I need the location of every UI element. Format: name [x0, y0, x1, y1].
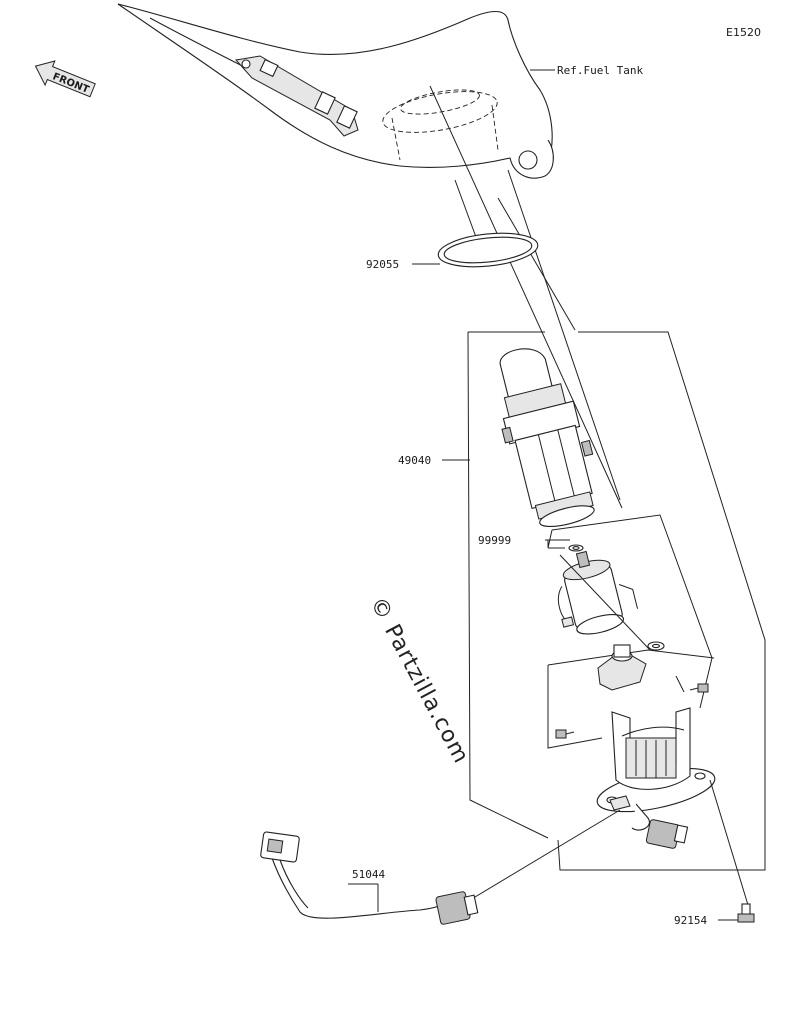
bolt-92154[interactable] [737, 903, 755, 923]
o-ring-inner [443, 236, 533, 264]
bolt-guide-line [709, 779, 749, 906]
inner-box-left [547, 529, 553, 549]
assembly-line-c [497, 197, 576, 331]
harness-cable[interactable] [271, 857, 449, 919]
screw-left[interactable] [555, 729, 575, 739]
motor-line [559, 554, 651, 651]
ref-label: Ref.Fuel Tank [557, 64, 643, 77]
assembly-box-right [557, 331, 766, 871]
flange-outlet [609, 795, 631, 811]
watermark: © Partzilla.com [365, 593, 474, 768]
harness-cable-inner [279, 859, 309, 909]
screw-right[interactable] [689, 683, 709, 693]
assembly-box-left [467, 331, 549, 839]
pressure-regulator[interactable] [597, 644, 647, 691]
flange-connector[interactable] [645, 819, 689, 849]
part-label-51044[interactable]: 51044 [352, 868, 385, 881]
part-label-92055[interactable]: 92055 [366, 258, 399, 271]
fuel-tank-outline [117, 3, 554, 179]
washer-right-hole [651, 643, 661, 649]
part-label-49040[interactable]: 49040 [398, 454, 431, 467]
washer-top-hole [572, 546, 580, 550]
flange-wire [631, 803, 650, 831]
part-label-92154[interactable]: 92154 [674, 914, 707, 927]
front-arrow-icon: FRONT [34, 60, 96, 98]
harness-guide-line [469, 809, 621, 901]
assembly-line-left [429, 85, 623, 509]
harness-connector-right[interactable] [435, 891, 479, 925]
tick-mark [675, 675, 685, 693]
lower-box-top [547, 649, 715, 666]
harness-connector-left[interactable] [260, 831, 300, 863]
diagram-code: E1520 [726, 26, 761, 39]
assembly-line-a [507, 169, 621, 501]
fuel-pump-motor[interactable] [547, 543, 641, 641]
part-label-99999[interactable]: 99999 [478, 534, 511, 547]
inner-box-top [551, 514, 713, 709]
pump-filter-housing[interactable] [484, 338, 608, 534]
lower-box-left [547, 665, 603, 749]
